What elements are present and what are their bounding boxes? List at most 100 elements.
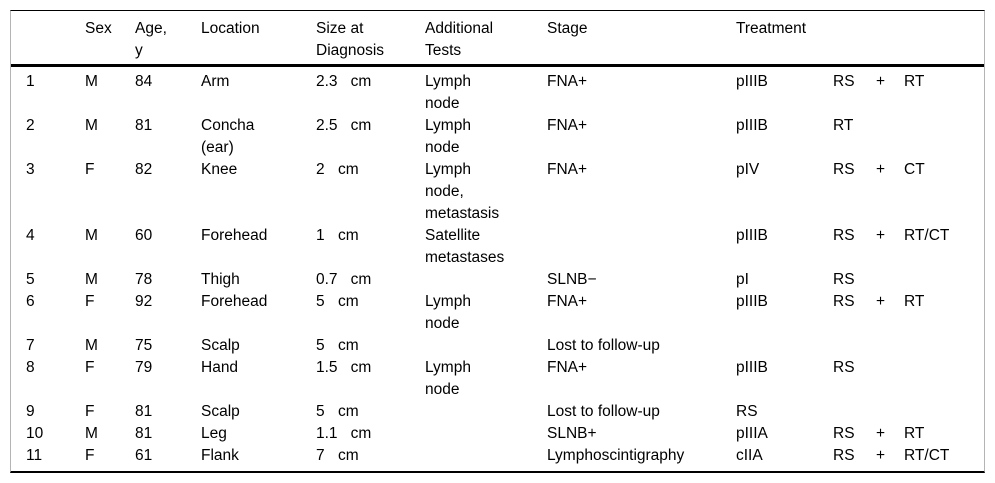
cell-additional-tests xyxy=(425,401,547,423)
column-header-size-at-diagnosis: Size at Diagnosis xyxy=(316,11,425,67)
cell-treatment-surgery: RS xyxy=(833,271,855,288)
cell-sex: F xyxy=(85,293,95,310)
cell-additional-tests xyxy=(425,445,547,471)
patient-case-table: Sex Age, y Location Size at Diagnosis Ad… xyxy=(11,11,984,471)
cell-treatment-stage-code: pI xyxy=(736,271,749,288)
cell-stage: Lost to follow-up xyxy=(547,403,660,420)
cell-stage: SLNB+ xyxy=(547,425,597,442)
cell-age: 81 xyxy=(135,403,153,420)
cell-sex: F xyxy=(85,447,95,464)
size-value: 2.5 xyxy=(316,117,338,134)
cell-sex: M xyxy=(85,117,98,134)
cell-size-at-diagnosis: 2.5 cm xyxy=(316,115,425,159)
cell-treatment-surgery: RS xyxy=(833,359,855,376)
cell-treatment-stage-code: RS xyxy=(736,403,758,420)
size-unit: cm xyxy=(338,337,359,354)
column-header-additional-tests: Additional Tests xyxy=(425,11,547,67)
size-unit: cm xyxy=(350,425,372,442)
cell-location: Thigh xyxy=(201,271,240,288)
cell-age: 84 xyxy=(135,73,153,90)
cell-treatment-surgery: RS xyxy=(833,425,855,442)
cell-stage xyxy=(547,225,736,269)
cell-treatment-adjuvant: RT xyxy=(904,73,925,90)
cell-additional-tests: Lymph node, metastasis xyxy=(425,161,500,222)
cell-treatment-plus: + xyxy=(876,447,886,464)
size-unit: cm xyxy=(338,447,359,464)
size-value: 1.1 xyxy=(316,425,338,442)
size-unit: cm xyxy=(350,73,372,90)
cell-treatment-adjuvant: RT/CT xyxy=(904,447,950,464)
cell-treatment-stage-code: pIIIB xyxy=(736,227,768,244)
cell-case-number: 8 xyxy=(26,359,35,376)
size-value: 5 xyxy=(316,403,325,420)
cell-treatment-stage-code: pIIIB xyxy=(736,293,768,310)
cell-treatment-stage-code: pIV xyxy=(736,161,760,178)
cell-treatment-adjuvant xyxy=(904,115,984,159)
cell-treatment-stage-code: pIIIB xyxy=(736,359,768,376)
cell-location: Hand xyxy=(201,359,239,376)
cell-treatment-adjuvant: RT/CT xyxy=(904,227,950,244)
cell-treatment-adjuvant xyxy=(904,401,984,423)
cell-age: 61 xyxy=(135,447,153,464)
size-value: 1.5 xyxy=(316,359,338,376)
cell-treatment-plus: + xyxy=(876,227,886,244)
cell-location: Arm xyxy=(201,73,230,90)
cell-case-number: 10 xyxy=(26,425,44,442)
cell-stage: Lost to follow-up xyxy=(547,337,660,354)
column-header-case-number xyxy=(11,11,85,67)
cell-sex: M xyxy=(85,425,98,442)
cell-sex: F xyxy=(85,359,95,376)
cell-additional-tests: Lymph node xyxy=(425,293,471,332)
size-unit: cm xyxy=(350,117,372,134)
cell-treatment-adjuvant: CT xyxy=(904,161,925,178)
patient-case-table-frame: Sex Age, y Location Size at Diagnosis Ad… xyxy=(10,10,985,473)
size-value: 2.3 xyxy=(316,73,338,90)
cell-treatment-plus xyxy=(876,269,904,291)
size-unit: cm xyxy=(338,293,359,310)
table-header: Sex Age, y Location Size at Diagnosis Ad… xyxy=(11,11,984,67)
size-unit: cm xyxy=(338,403,359,420)
cell-location: Flank xyxy=(201,447,239,464)
cell-additional-tests: Lymph node xyxy=(425,359,471,398)
cell-case-number: 11 xyxy=(26,447,43,464)
column-header-sex: Sex xyxy=(85,11,135,67)
cell-treatment-surgery: RS xyxy=(833,73,855,90)
cell-case-number: 5 xyxy=(26,271,35,288)
cell-treatment-plus xyxy=(876,115,904,159)
size-value: 1 xyxy=(316,227,325,244)
cell-case-number: 6 xyxy=(26,293,35,310)
cell-case-number: 7 xyxy=(26,337,35,354)
cell-treatment-surgery xyxy=(833,401,876,423)
cell-treatment-adjuvant xyxy=(904,269,984,291)
cell-case-number: 1 xyxy=(26,73,35,90)
cell-stage: FNA+ xyxy=(547,73,588,90)
cell-age: 75 xyxy=(135,337,153,354)
cell-treatment-stage-code: pIIIB xyxy=(736,117,768,134)
cell-treatment-adjuvant: RT xyxy=(904,293,925,310)
cell-additional-tests: Satellite metastases xyxy=(425,227,505,266)
cell-treatment-surgery xyxy=(833,335,876,357)
cell-stage: FNA+ xyxy=(547,359,588,376)
cell-additional-tests xyxy=(425,335,547,357)
cell-location: Forehead xyxy=(201,293,268,310)
cell-treatment-surgery: RT xyxy=(833,117,854,134)
cell-stage: FNA+ xyxy=(547,161,588,178)
cell-additional-tests xyxy=(425,423,547,445)
size-value: 7 xyxy=(316,447,325,464)
cell-treatment-surgery: RS xyxy=(833,447,855,464)
cell-sex: F xyxy=(85,161,95,178)
size-unit: cm xyxy=(338,227,359,244)
cell-case-number: 2 xyxy=(26,117,35,134)
size-value: 5 xyxy=(316,293,325,310)
size-unit: cm xyxy=(350,271,372,288)
